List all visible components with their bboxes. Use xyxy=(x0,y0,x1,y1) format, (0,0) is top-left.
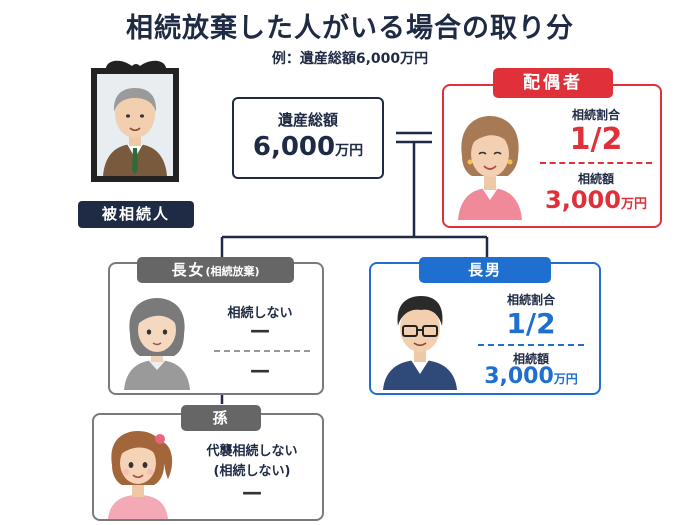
eldest-daughter-share-dash: — xyxy=(250,318,270,342)
eldest-son-amount-unit: 万円 xyxy=(553,372,578,386)
estate-total-label: 遺産総額 xyxy=(277,111,338,129)
spouse-title: 配偶者 xyxy=(493,68,613,98)
eldest-daughter-tag: 長女(相続放棄) xyxy=(137,257,294,283)
spouse-amount-unit: 万円 xyxy=(620,197,647,212)
spouse-divider xyxy=(540,162,652,164)
man-glasses-avatar xyxy=(383,296,457,390)
eldest-son-avatar xyxy=(377,288,463,390)
eldest-daughter-divider xyxy=(214,350,310,352)
woman-gray-avatar xyxy=(124,298,190,390)
page-subtitle: 例：遺産総額6,000万円 xyxy=(271,51,429,67)
grandchild-dash: — xyxy=(242,480,262,504)
eldest-son-title: 長男 xyxy=(419,257,551,283)
eldest-daughter-avatar xyxy=(116,290,198,390)
grandchild-line1: 代襲相続しない xyxy=(206,444,298,459)
eldest-son-share-value: 1/2 xyxy=(506,307,556,340)
grandchild-title: 孫 xyxy=(181,405,261,431)
eldest-daughter-status: 相続しない xyxy=(227,306,293,321)
deceased-label: 被相続人 xyxy=(78,201,194,228)
page-title: 相続放棄した人がいる場合の取り分 xyxy=(126,13,574,44)
eldest-son-amount-label: 相続額 xyxy=(512,352,549,366)
eldest-son-amount-value: 3,000万円 xyxy=(472,364,590,389)
eldest-daughter-title: 長女 xyxy=(171,261,206,279)
elderly-man-avatar xyxy=(97,74,173,176)
deceased-portrait xyxy=(91,68,179,182)
grandchild-avatar xyxy=(98,423,178,519)
spouse-amount: 3,000 xyxy=(545,186,621,214)
elderly-woman-avatar xyxy=(458,116,522,220)
spouse-avatar xyxy=(450,104,530,220)
eldest-son-share-label: 相続割合 xyxy=(506,293,555,307)
spouse-share-value: 1/2 xyxy=(569,122,623,157)
eldest-daughter-amount-dash: — xyxy=(250,358,270,382)
spouse-share-label: 相続割合 xyxy=(571,108,620,122)
eldest-daughter-note: (相続放棄) xyxy=(205,265,260,278)
estate-amount: 6,000 xyxy=(252,132,336,162)
girl-avatar xyxy=(108,431,173,519)
estate-unit: 万円 xyxy=(335,143,364,159)
spouse-amount-label: 相続額 xyxy=(577,172,614,186)
eldest-son-amount: 3,000 xyxy=(484,364,554,389)
eldest-son-divider xyxy=(478,344,584,346)
spouse-amount-value: 3,000万円 xyxy=(540,186,652,214)
estate-total-box: 遺産総額 6,000万円 xyxy=(232,97,384,179)
estate-total-value: 6,000万円 xyxy=(234,132,382,162)
grandchild-line2: (相続しない) xyxy=(213,464,291,479)
